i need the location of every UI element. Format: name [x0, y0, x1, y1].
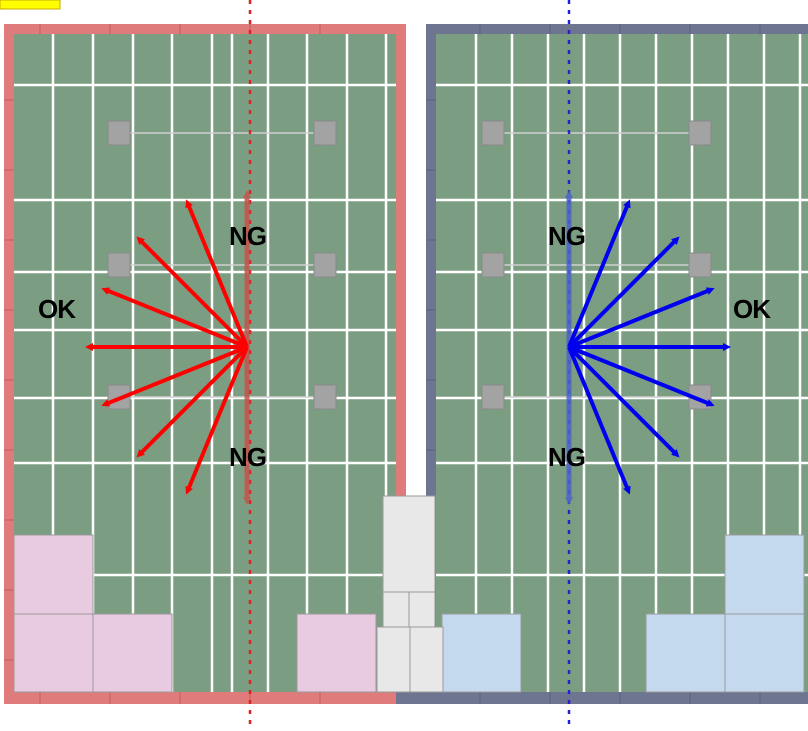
blue-ng-bottom-label: NG [548, 442, 585, 472]
blue-arrow-icon [568, 287, 715, 349]
blue-ok-label: OK [733, 294, 771, 324]
blue-arrow-icon [567, 199, 631, 348]
red-posts [107, 120, 337, 410]
blue-wall-seams [426, 24, 761, 704]
red-arrow-icon [185, 199, 249, 348]
blue-ok-arrows [567, 199, 731, 495]
red-ng-bottom-label: NG [229, 442, 266, 472]
red-arrow-icon [185, 346, 249, 495]
red-arrow-icon [136, 345, 249, 458]
center-boxes [376, 495, 444, 693]
blue-arrow-icon [567, 345, 680, 458]
blue-ng-top-label: NG [548, 221, 585, 251]
blue-posts [481, 120, 712, 410]
red-ok-label: OK [38, 294, 76, 324]
red-arrow-icon [101, 345, 248, 407]
blue-arrow-icon [567, 346, 631, 495]
red-ng-top-label: NG [229, 221, 266, 251]
red-arrow-icon [101, 287, 248, 349]
blue-boxes [441, 534, 805, 693]
corner-marker [0, 0, 61, 10]
red-ok-arrows [85, 199, 249, 495]
red-boxes [13, 534, 377, 693]
blue-arrow-icon [567, 236, 680, 349]
blue-field [396, 24, 808, 704]
blue-arrow-icon [568, 345, 715, 407]
red-wall-seams [4, 24, 321, 704]
red-arrow-icon [136, 236, 249, 349]
